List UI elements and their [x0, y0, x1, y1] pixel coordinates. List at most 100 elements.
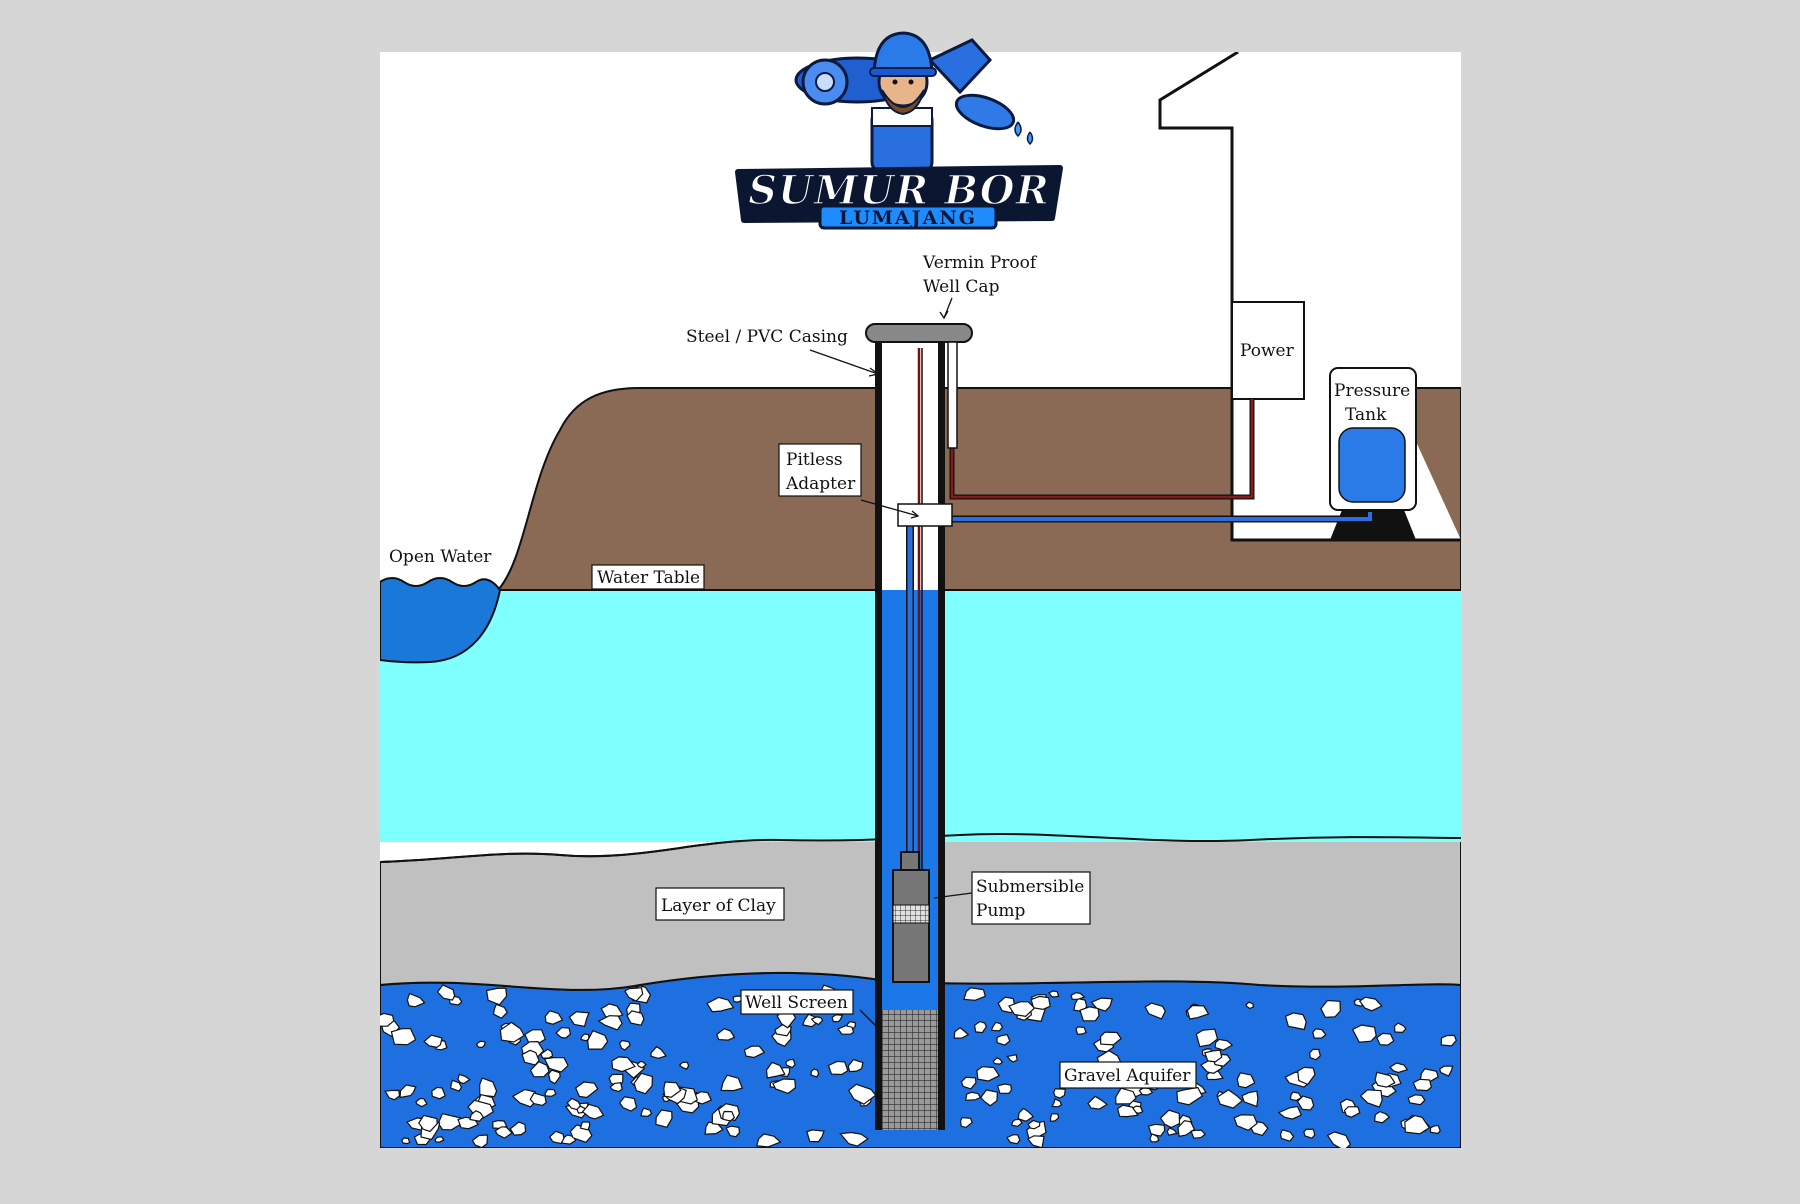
- gravel-pebble: [544, 1010, 564, 1025]
- gravel-pebble: [706, 996, 735, 1013]
- gravel-pebble: [720, 1074, 744, 1092]
- gravel-pebble: [996, 1083, 1012, 1095]
- gravel-pebble: [655, 1109, 673, 1129]
- gravel-pebble: [953, 1027, 970, 1039]
- gravel-pebble: [973, 1020, 988, 1034]
- gravel-pebble: [1343, 1106, 1361, 1118]
- gravel-pebble: [725, 1125, 741, 1138]
- gravel-pebble: [810, 1068, 820, 1078]
- gravel-pebble: [1312, 1028, 1327, 1039]
- gravel-pebble: [587, 1029, 609, 1050]
- gravel-pebble: [494, 1126, 513, 1139]
- power-label: Power: [1240, 341, 1295, 361]
- gravel-pebble: [959, 1117, 973, 1129]
- water-table-label: Water Table: [597, 568, 700, 588]
- casing-label: Steel / PVC Casing: [686, 327, 848, 347]
- logo-helmet: [872, 31, 934, 74]
- gravel-pebble: [1149, 1133, 1160, 1143]
- gravel-pebble: [1279, 1129, 1295, 1142]
- gravel-pebble: [471, 1134, 489, 1148]
- gravel-pebble: [1051, 1098, 1063, 1108]
- gravel-pebble: [529, 1092, 547, 1107]
- gravel-pebble: [431, 1086, 446, 1100]
- gravel-pebble: [1186, 1004, 1210, 1020]
- gravel-pebble: [555, 1027, 572, 1039]
- gravel-pebble: [1204, 1049, 1223, 1063]
- gravel-pebble: [521, 1049, 540, 1066]
- gravel-pebble: [1079, 1006, 1100, 1022]
- gravel-pebble: [1296, 1095, 1315, 1111]
- gravel-pebble: [1166, 1127, 1179, 1136]
- gravel-pebble: [540, 1048, 554, 1059]
- gravel-pebble: [544, 1088, 557, 1097]
- well-cap-label-2: Well Cap: [923, 277, 1000, 297]
- gravel-pebble: [650, 1045, 667, 1059]
- gravel-pebble: [581, 1103, 605, 1120]
- gravel-pebble: [633, 1072, 654, 1095]
- gravel-pebble: [847, 1058, 864, 1073]
- gravel-pebble: [1303, 1128, 1316, 1139]
- gravel-label-box: [1059, 1061, 1197, 1089]
- gravel-pebble: [1116, 1104, 1139, 1118]
- gravel-pebble: [1429, 1124, 1441, 1135]
- gravel-pebble: [390, 1027, 417, 1046]
- pump-label-2: Pump: [976, 901, 1026, 921]
- gravel-pebble: [1412, 1078, 1433, 1092]
- gravel-pebble: [618, 1040, 631, 1051]
- gravel-pebble: [1245, 1001, 1254, 1010]
- gravel-pebble: [837, 1025, 855, 1035]
- gravel-pebble: [743, 1045, 766, 1059]
- gravel-pebble: [1005, 1133, 1021, 1145]
- gravel-pebble: [1440, 1034, 1457, 1047]
- gravel-pebble: [1177, 1119, 1196, 1138]
- gravel-pebble: [810, 1016, 824, 1026]
- gravel-pebble: [806, 1129, 825, 1143]
- gravel-pebble: [963, 987, 987, 1001]
- gravel-pebble: [663, 1081, 682, 1098]
- gravel-pebble: [1147, 1123, 1166, 1137]
- gravel-pebble: [529, 1060, 550, 1078]
- gravel-pebble: [1030, 995, 1051, 1011]
- submersible-pump: [892, 869, 930, 983]
- gravel-pebble: [1026, 1135, 1045, 1148]
- gravel-pebble: [990, 1021, 1004, 1032]
- gravel-pebble: [640, 1107, 653, 1117]
- gravel-pebble: [1233, 1114, 1258, 1131]
- gravel-pebble: [1309, 1048, 1321, 1061]
- gravel-pebble: [543, 1056, 569, 1073]
- open-water: [380, 577, 502, 664]
- pump-label-box: [971, 871, 1091, 925]
- gravel-pebble: [406, 992, 426, 1008]
- gravel-pebble: [1289, 1091, 1303, 1102]
- gravel-pebble: [992, 1057, 1004, 1065]
- gravel-pebble: [1006, 1053, 1018, 1063]
- gravel-pebble: [996, 1033, 1011, 1046]
- gravel-pebble: [384, 1089, 401, 1101]
- pressure-tank-label-1: Pressure: [1334, 381, 1410, 401]
- gravel-pebble: [475, 1040, 486, 1049]
- logo-water-splash-icon: [1014, 121, 1034, 146]
- gravel-pebble: [1176, 1086, 1203, 1106]
- gravel-pebble: [1438, 1065, 1454, 1077]
- gravel-pebble: [1389, 1062, 1409, 1074]
- gravel-pebble: [626, 1010, 645, 1026]
- gravel-pebble: [1351, 1024, 1377, 1043]
- gravel-pebble: [423, 1034, 443, 1049]
- gravel-pebble: [765, 1061, 786, 1079]
- gravel-pebble: [1326, 1131, 1352, 1148]
- gravel-pebble: [1373, 1110, 1391, 1124]
- gravel-pebble: [1376, 1032, 1395, 1046]
- gravel-pebble: [580, 1033, 590, 1042]
- gravel-pebble: [1216, 1089, 1244, 1109]
- gravel-pebble: [511, 1088, 538, 1108]
- pressure-tank-label-2: Tank: [1345, 405, 1387, 425]
- gravel-pebble: [722, 1110, 736, 1122]
- gravel-pebble: [636, 1060, 647, 1069]
- gravel-pebble: [1359, 1089, 1383, 1108]
- gravel-pebble: [1236, 1072, 1256, 1089]
- gravel-pebble: [436, 984, 456, 1001]
- gravel-pebble: [492, 1003, 508, 1019]
- gravel-pebble: [1099, 1031, 1122, 1046]
- soil-layer: [495, 387, 1461, 591]
